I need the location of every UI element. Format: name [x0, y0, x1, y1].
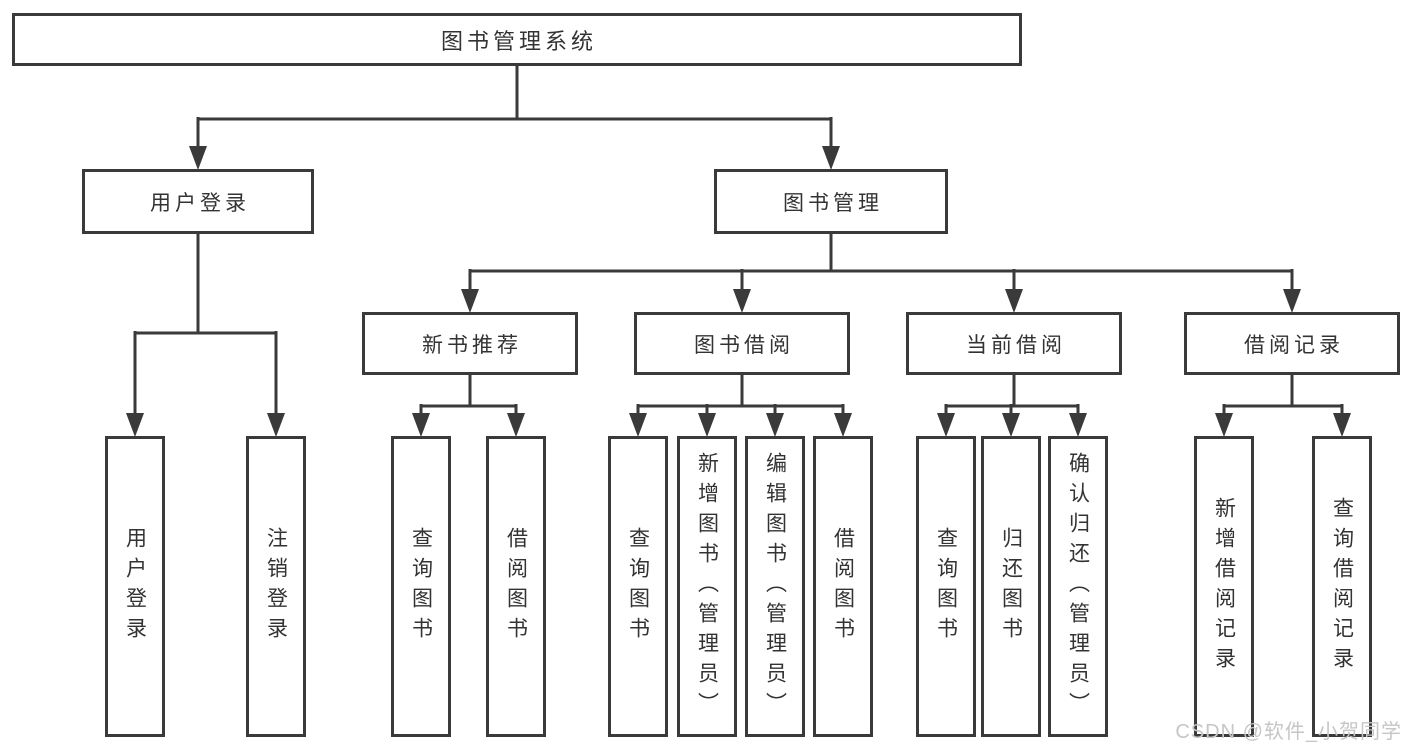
- leaf-add-book-admin: 新增图书（管理员）: [677, 436, 737, 737]
- leaf-borrow-books-recommend: 借阅图书: [486, 436, 546, 737]
- leaf-query-books-borrow: 查询图书: [608, 436, 668, 737]
- leaf-query-books-recommend: 查询图书: [391, 436, 451, 737]
- node-book-borrow: 图书借阅: [634, 312, 850, 375]
- leaf-query-borrow-record: 查询借阅记录: [1312, 436, 1372, 737]
- node-book-management: 图书管理: [714, 169, 948, 234]
- leaf-confirm-return-admin: 确认归还（管理员）: [1048, 436, 1108, 737]
- node-current-borrow: 当前借阅: [906, 312, 1122, 375]
- node-new-book-recommend: 新书推荐: [362, 312, 578, 375]
- csdn-watermark: CSDN @软件_小贺同学: [1175, 721, 1402, 743]
- node-library-management-system: 图书管理系统: [12, 13, 1022, 66]
- leaf-logout: 注销登录: [246, 436, 306, 737]
- leaf-borrow-books: 借阅图书: [813, 436, 873, 737]
- leaf-return-books: 归还图书: [981, 436, 1041, 737]
- leaf-user-login: 用户登录: [105, 436, 165, 737]
- leaf-add-borrow-record: 新增借阅记录: [1194, 436, 1254, 737]
- leaf-query-books-current: 查询图书: [916, 436, 976, 737]
- leaf-edit-book-admin: 编辑图书（管理员）: [745, 436, 805, 737]
- node-user-login: 用户登录: [82, 169, 314, 234]
- node-borrow-records: 借阅记录: [1184, 312, 1400, 375]
